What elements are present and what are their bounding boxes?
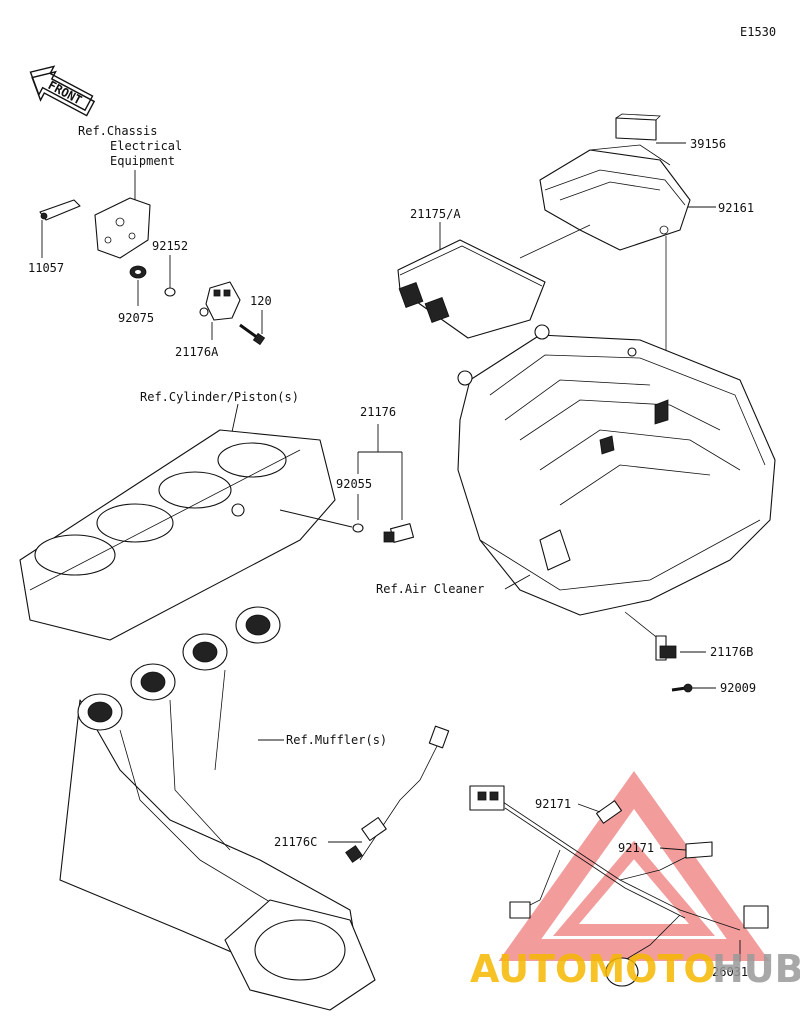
o2-sensor-21176c [345, 725, 450, 863]
sensor-21176b [655, 635, 677, 661]
part-92171-b: 92171 [618, 841, 654, 855]
part-21176b: 21176B [710, 645, 753, 659]
grommet-92075 [129, 265, 147, 279]
part-39156: 39156 [690, 137, 726, 151]
part-21176a: 21176A [175, 345, 219, 359]
watermark-text-right: HUB [712, 947, 800, 991]
part-92075: 92075 [118, 311, 154, 325]
screw-92009 [671, 683, 693, 693]
sensor-21176 [383, 523, 415, 543]
part-92161: 92161 [718, 201, 754, 215]
diagram-code: E1530 [740, 25, 776, 39]
watermark-text: AUTOMOTO HUB [470, 947, 800, 991]
bolt-120 [239, 323, 266, 346]
part-92009: 92009 [720, 681, 756, 695]
ecu-holder-92161 [539, 144, 691, 251]
part-120: 120 [250, 294, 272, 308]
collar-92152 [164, 287, 176, 297]
watermark-text-left: AUTOMOTO [470, 947, 716, 991]
ref-chassis-line2: Electrical [110, 139, 182, 153]
part-21175a: 21175/A [410, 207, 461, 221]
part-21176: 21176 [360, 405, 396, 419]
front-arrow-icon: FRONT [29, 65, 96, 117]
ecu-21175a [397, 239, 546, 339]
chassis-bracket [39, 197, 151, 259]
air-cleaner-housing [457, 324, 776, 616]
part-26031: 26031 [712, 965, 748, 979]
ref-chassis-line3: Equipment [110, 154, 175, 168]
sensor-21176a [199, 281, 241, 321]
exhaust-headers [59, 606, 376, 1011]
ref-muffler: Ref.Muffler(s) [286, 733, 387, 747]
pad-39156 [615, 113, 661, 141]
part-92152: 92152 [152, 239, 188, 253]
watermark-logo [498, 771, 770, 961]
ref-cylinder: Ref.Cylinder/Piston(s) [140, 390, 299, 404]
wiring-harness-26031 [469, 785, 769, 987]
part-92171-a: 92171 [535, 797, 571, 811]
ring-92055 [352, 523, 364, 533]
ref-air-cleaner: Ref.Air Cleaner [376, 582, 484, 596]
part-92055: 92055 [336, 477, 372, 491]
part-21176c: 21176C [274, 835, 317, 849]
part-11057: 11057 [28, 261, 64, 275]
ref-chassis-line1: Ref.Chassis [78, 124, 157, 138]
cylinder-block [19, 429, 336, 641]
